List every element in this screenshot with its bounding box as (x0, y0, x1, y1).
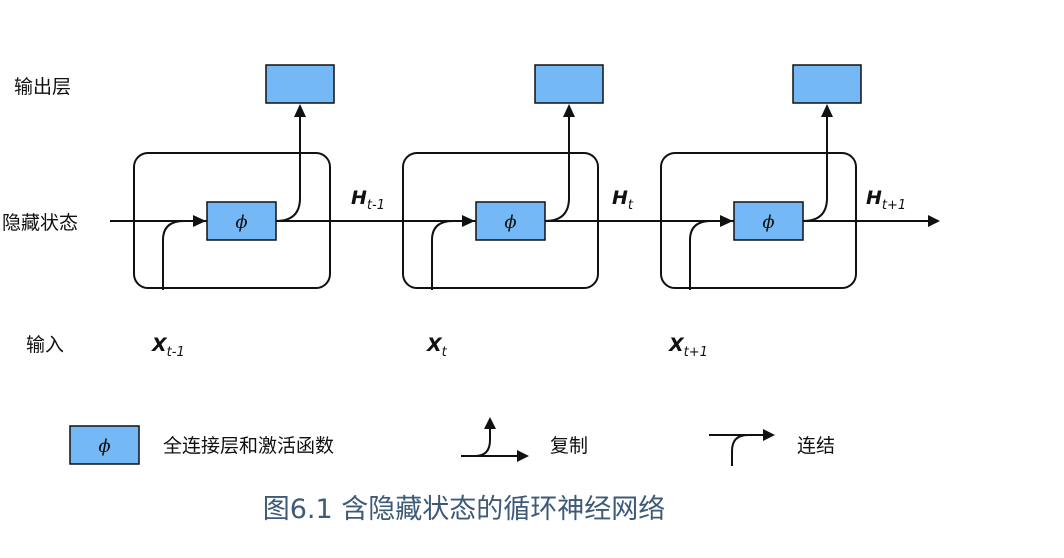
cell-1-input-line (162, 220, 196, 290)
cell-3-output-box (792, 64, 862, 104)
figure-caption: 图6.1 含隐藏状态的循环神经网络 (263, 494, 666, 525)
cell-3-phi-label: ϕ (762, 212, 774, 233)
cell-1-frame (133, 152, 331, 289)
legend-concat-arrowhead (763, 429, 775, 441)
cell-3-output-arrowhead (821, 104, 833, 117)
cell-1-hidden-label: Ht-1 (351, 187, 385, 213)
cell-3-frame (660, 152, 857, 289)
cell-1-copy-up (275, 116, 301, 222)
cell-1-fc-box (206, 201, 277, 241)
legend-phi-label: ϕ (98, 436, 110, 457)
cell-2-input-line (431, 220, 465, 290)
legend-copy-branch (474, 428, 491, 457)
legend-copy-right-arrowhead (517, 450, 529, 462)
legend: ϕ 全连接层和激活函数 复制 连结 (69, 417, 835, 466)
cell-3-copy-up (802, 116, 828, 222)
rnn-cell-2: ϕ Ht Xt (402, 64, 634, 360)
cell-3-hidden-label: Ht+1 (866, 187, 906, 213)
cell-2-frame (402, 152, 599, 289)
cell-3-input-line (689, 220, 723, 290)
rnn-cell-3: ϕ Ht+1 Xt+1 (660, 64, 906, 360)
cell-1-output-box (265, 64, 335, 104)
row-label-hidden: 隐藏状态 (2, 212, 78, 234)
legend-fc-label: 全连接层和激活函数 (163, 435, 334, 457)
cell-3-input-arrowhead (720, 215, 733, 227)
cell-2-input-arrowhead (462, 215, 475, 227)
cell-1-output-arrowhead (294, 104, 306, 117)
cell-2-copy-up (544, 116, 570, 222)
cell-1-input-arrowhead (193, 215, 206, 227)
cell-1-input-label: Xt-1 (151, 334, 185, 360)
legend-concat-branch (731, 434, 749, 466)
cell-3-fc-box (733, 201, 804, 241)
legend-copy-label: 复制 (550, 435, 588, 457)
cell-2-output-arrowhead (563, 104, 575, 117)
cell-2-input-label: Xt (426, 334, 448, 360)
legend-concat-label: 连结 (797, 435, 835, 457)
cell-3-input-label: Xt+1 (668, 334, 708, 360)
legend-fc-box (69, 425, 140, 465)
cell-2-fc-box (475, 201, 546, 241)
row-label-output: 输出层 (14, 76, 71, 98)
hidden-state-arrowhead (928, 215, 940, 227)
cell-2-output-box (534, 64, 604, 104)
cell-2-hidden-label: Ht (612, 187, 634, 213)
cell-1-phi-label: ϕ (235, 212, 247, 233)
rnn-cell-1: ϕ Ht-1 Xt-1 (133, 64, 385, 360)
cell-2-phi-label: ϕ (504, 212, 516, 233)
legend-copy-up-arrowhead (484, 417, 496, 429)
row-label-input: 输入 (26, 334, 64, 356)
